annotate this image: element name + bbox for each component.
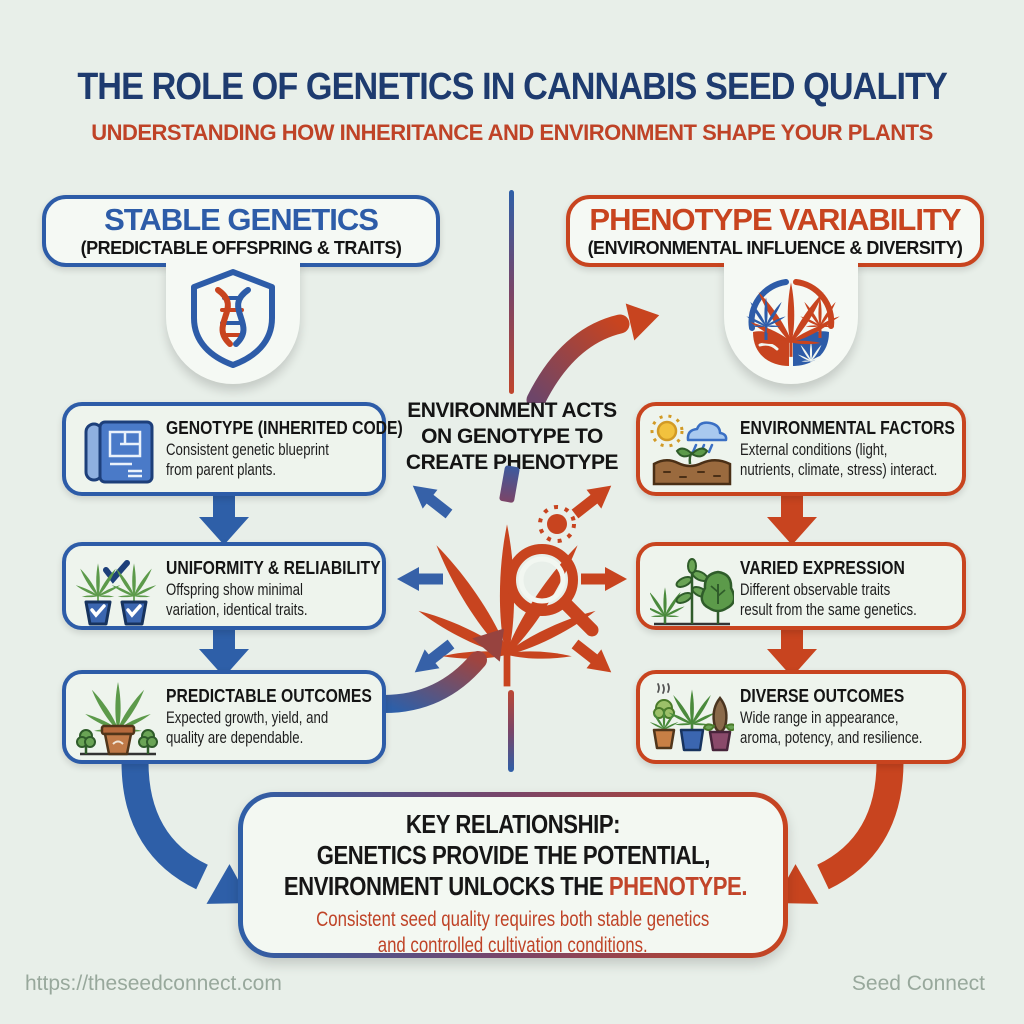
box-title: UNIFORMITY & RELIABILITY [166, 557, 381, 578]
box-body-line2: from parent plants. [166, 461, 277, 479]
sun-icon [538, 505, 576, 543]
center-label-line2: ON GENOTYPE TO [421, 425, 603, 448]
box-body-line1: Expected growth, yield, and [166, 709, 329, 727]
center-label-line1: ENVIRONMENT ACTS [407, 399, 617, 422]
cannabis-leaf-magnifier-icon [397, 465, 627, 687]
curved-arrow-to-phenotype-icon [526, 303, 660, 403]
gradient-divider-line [509, 190, 514, 394]
predictable-outcomes-box: PREDICTABLE OUTCOMES Expected growth, yi… [62, 670, 386, 764]
predictable-outcomes-text: PREDICTABLE OUTCOMES Expected growth, yi… [166, 684, 376, 748]
key-heading-line2: GENETICS PROVIDE THE POTENTIAL, [316, 840, 710, 870]
box-body-line2: aroma, potency, and resilience. [740, 729, 923, 747]
phenotype-circle-icon [724, 260, 858, 384]
key-heading-line1: KEY RELATIONSHIP: [405, 809, 621, 839]
uniformity-box: UNIFORMITY & RELIABILITY Offspring show … [62, 542, 386, 630]
box-title: PREDICTABLE OUTCOMES [166, 685, 372, 706]
varied-expression-text: VARIED EXPRESSION Different observable t… [740, 556, 956, 620]
phenotype-variability-title: PHENOTYPE VARIABILITY [589, 202, 961, 237]
box-body-line1: External conditions (light, [740, 441, 888, 459]
box-body-line2: variation, identical traits. [166, 601, 308, 619]
box-body-line1: Different observable traits [740, 581, 891, 599]
red-curved-arrow [774, 761, 904, 904]
key-sub-line2: and controlled cultivation conditions. [378, 934, 648, 957]
box-body-line2: quality are dependable. [166, 729, 304, 747]
key-sub-line1: Consistent seed quality requires both st… [316, 908, 710, 931]
stable-genetics-header: STABLE GENETICS (PREDICTABLE OFFSPRING &… [42, 195, 440, 267]
environment-factors-icon [648, 412, 736, 492]
key-relationship-inner: KEY RELATIONSHIP: GENETICS PROVIDE THE P… [243, 797, 783, 957]
phenotype-variability-header: PHENOTYPE VARIABILITY (ENVIRONMENTAL INF… [566, 195, 984, 267]
varied-plants-icon [648, 552, 736, 632]
uniformity-text: UNIFORMITY & RELIABILITY Offspring show … [166, 556, 381, 620]
box-body-line1: Consistent genetic blueprint [166, 441, 329, 459]
center-label-line3: CREATE PHENOTYPE [405, 451, 619, 474]
diverse-outcomes-box: DIVERSE OUTCOMES Wide range in appearanc… [636, 670, 966, 764]
potted-plant-icon [74, 680, 162, 760]
blueprint-icon [74, 412, 162, 492]
box-body-line1: Wide range in appearance, [740, 709, 899, 727]
shield-dna-icon [166, 260, 300, 384]
diverse-outcomes-text: DIVERSE OUTCOMES Wide range in appearanc… [740, 684, 956, 748]
blue-down-arrow-2 [199, 624, 249, 677]
stable-genetics-subtitle: (PREDICTABLE OFFSPRING & TRAITS) [80, 238, 402, 258]
key-relationship-box: KEY RELATIONSHIP: GENETICS PROVIDE THE P… [238, 792, 788, 958]
red-down-arrow-2 [767, 624, 817, 677]
uniform-plants-icon [74, 552, 162, 632]
curved-arrow-to-center [378, 628, 504, 713]
blue-down-arrow-1 [199, 492, 249, 545]
varied-expression-box: VARIED EXPRESSION Different observable t… [636, 542, 966, 630]
footer-brand: Seed Connect [851, 972, 985, 995]
shield-dna-graphic [191, 269, 275, 368]
page-subtitle: UNDERSTANDING HOW INHERITANCE AND ENVIRO… [91, 120, 933, 145]
box-body-line2: result from the same genetics. [740, 601, 917, 619]
phenotype-highlight: PHENOTYPE. [608, 871, 748, 901]
box-body-line1: Offspring show minimal [166, 581, 303, 599]
box-title: GENOTYPE (INHERITED CODE) [166, 417, 403, 438]
box-title: VARIED EXPRESSION [740, 557, 905, 578]
stable-genetics-title: STABLE GENETICS [104, 202, 379, 237]
environmental-factors-text: ENVIRONMENTAL FACTORS External condition… [740, 416, 956, 480]
magnifier-icon [506, 544, 599, 637]
box-body-line2: nutrients, climate, stress) interact. [740, 461, 938, 479]
gradient-vertical-line [508, 690, 514, 772]
box-title: DIVERSE OUTCOMES [740, 685, 905, 706]
phenotype-circle-graphic [745, 279, 841, 366]
box-title: ENVIRONMENTAL FACTORS [740, 417, 955, 438]
page-title: THE ROLE OF GENETICS IN CANNABIS SEED QU… [77, 66, 948, 108]
environmental-factors-box: ENVIRONMENTAL FACTORS External condition… [636, 402, 966, 496]
genotype-text: GENOTYPE (INHERITED CODE) Consistent gen… [166, 416, 403, 480]
red-down-arrow-1 [767, 492, 817, 545]
phenotype-variability-subtitle: (ENVIRONMENTAL INFLUENCE & DIVERSITY) [587, 238, 963, 258]
genotype-box: GENOTYPE (INHERITED CODE) Consistent gen… [62, 402, 403, 496]
center-label: ENVIRONMENT ACTS ON GENOTYPE TO CREATE P… [387, 398, 637, 476]
diverse-pots-icon [648, 680, 736, 760]
key-heading-line3: ENVIRONMENT UNLOCKS THE PHENOTYPE. [283, 871, 748, 901]
footer-url: https://theseedconnect.com [25, 972, 282, 995]
gradient-dash [499, 465, 520, 503]
